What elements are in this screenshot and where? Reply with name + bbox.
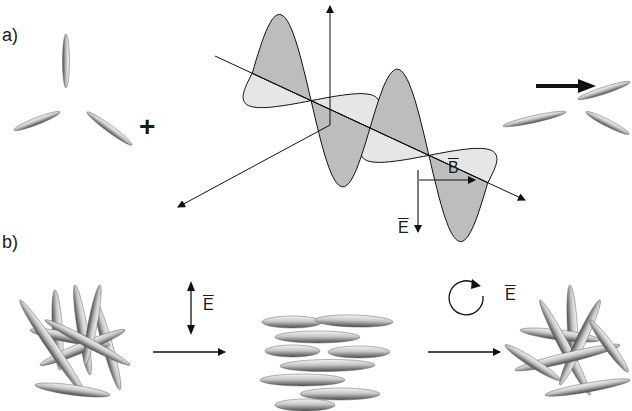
linear-polarization-symbol	[190, 286, 191, 330]
rod-molecule	[315, 314, 393, 328]
rod-molecule	[262, 316, 322, 328]
e-vector	[417, 170, 418, 232]
rod-molecule	[43, 316, 132, 369]
rod-molecule	[503, 341, 563, 384]
rod-molecule	[85, 109, 134, 148]
axis	[178, 125, 330, 207]
process-arrow	[153, 351, 225, 352]
em-wave	[178, 6, 525, 242]
rod-molecule	[502, 109, 567, 130]
reaction-arrow	[536, 84, 580, 88]
propagation-axis	[215, 56, 525, 200]
rod-molecule	[275, 331, 360, 343]
panel-letter: b)	[2, 233, 18, 251]
rod-molecule	[13, 109, 62, 134]
field-symbol: B	[448, 160, 459, 176]
rod-molecule	[300, 388, 380, 400]
rod-molecule	[275, 399, 335, 411]
rod-molecule	[34, 380, 110, 400]
rod-molecules	[13, 34, 632, 411]
rod-molecule	[280, 359, 375, 372]
field-symbol: E	[398, 220, 409, 236]
panel-letter: a)	[2, 26, 18, 44]
field-symbol: E	[505, 287, 516, 303]
plus-sign: +	[139, 113, 155, 141]
rod-molecule	[260, 374, 345, 386]
rod-molecule	[536, 298, 595, 398]
process-arrow	[428, 351, 500, 352]
rod-molecule	[586, 317, 631, 374]
rod-molecule	[555, 298, 604, 387]
rod-molecule	[63, 34, 70, 88]
rod-molecule	[16, 297, 89, 398]
rod-molecule	[584, 109, 630, 137]
circular-polarization-symbol	[449, 279, 483, 315]
rod-molecule	[577, 79, 631, 103]
rod-molecule	[328, 346, 390, 358]
rod-molecule	[265, 345, 320, 357]
axis	[330, 6, 331, 125]
b-vector	[419, 179, 475, 180]
field-symbol: E	[203, 297, 214, 313]
